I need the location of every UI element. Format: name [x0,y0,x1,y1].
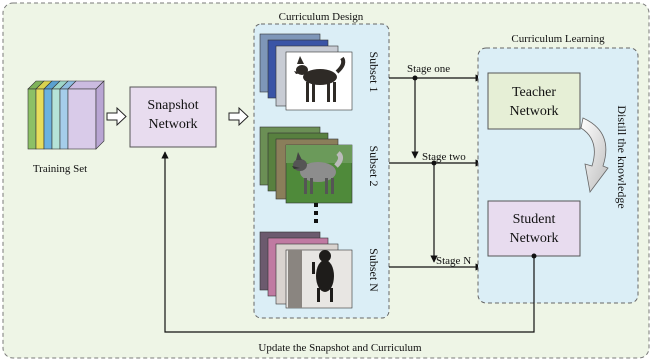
student-network-label-line2: Network [510,231,559,246]
dog-image-n [312,250,334,302]
subset-1-images [259,33,353,111]
snapshot-network-label-line1: Snapshot [147,98,198,113]
teacher-network-box [487,72,581,130]
ellipsis-dots [314,203,318,223]
teacher-network-label-line2: Network [510,104,559,119]
distill-arrow [580,117,609,193]
subset-2-label: Subset 2 [367,145,381,186]
feedback-label: Update the Snapshot and Curriculum [258,342,422,354]
subset-n-images [259,231,353,309]
dog-image-1 [294,56,346,102]
curriculum-design-title: Curriculum Design [279,11,364,23]
curriculum-learning-title: Curriculum Learning [511,33,605,45]
student-network-box [487,200,581,257]
snapshot-network-label-line2: Network [149,117,198,132]
dog-image-2 [292,151,344,194]
stage-n-label: Stage N [436,255,471,267]
teacher-network-label-line1: Teacher [512,85,556,100]
hollow-arrow-1 [106,106,127,127]
feedback-start-dot [531,253,537,259]
feedback-loop-arrow [161,151,535,333]
student-network-label-line1: Student [513,212,556,227]
training-set-icon [27,80,105,150]
subset-1-label: Subset 1 [367,51,381,92]
stage-junction-dots [412,75,437,166]
stage-one-label: Stage one [407,63,450,75]
subset-n-label: Subset N [367,248,381,292]
snapshot-network-box [129,86,217,148]
training-set-label: Training Set [33,163,87,175]
subset-2-images [259,126,353,204]
stage-two-label: Stage two [422,151,466,163]
hollow-arrow-2 [228,106,249,127]
distill-label: Distill the knowledge [615,105,629,208]
